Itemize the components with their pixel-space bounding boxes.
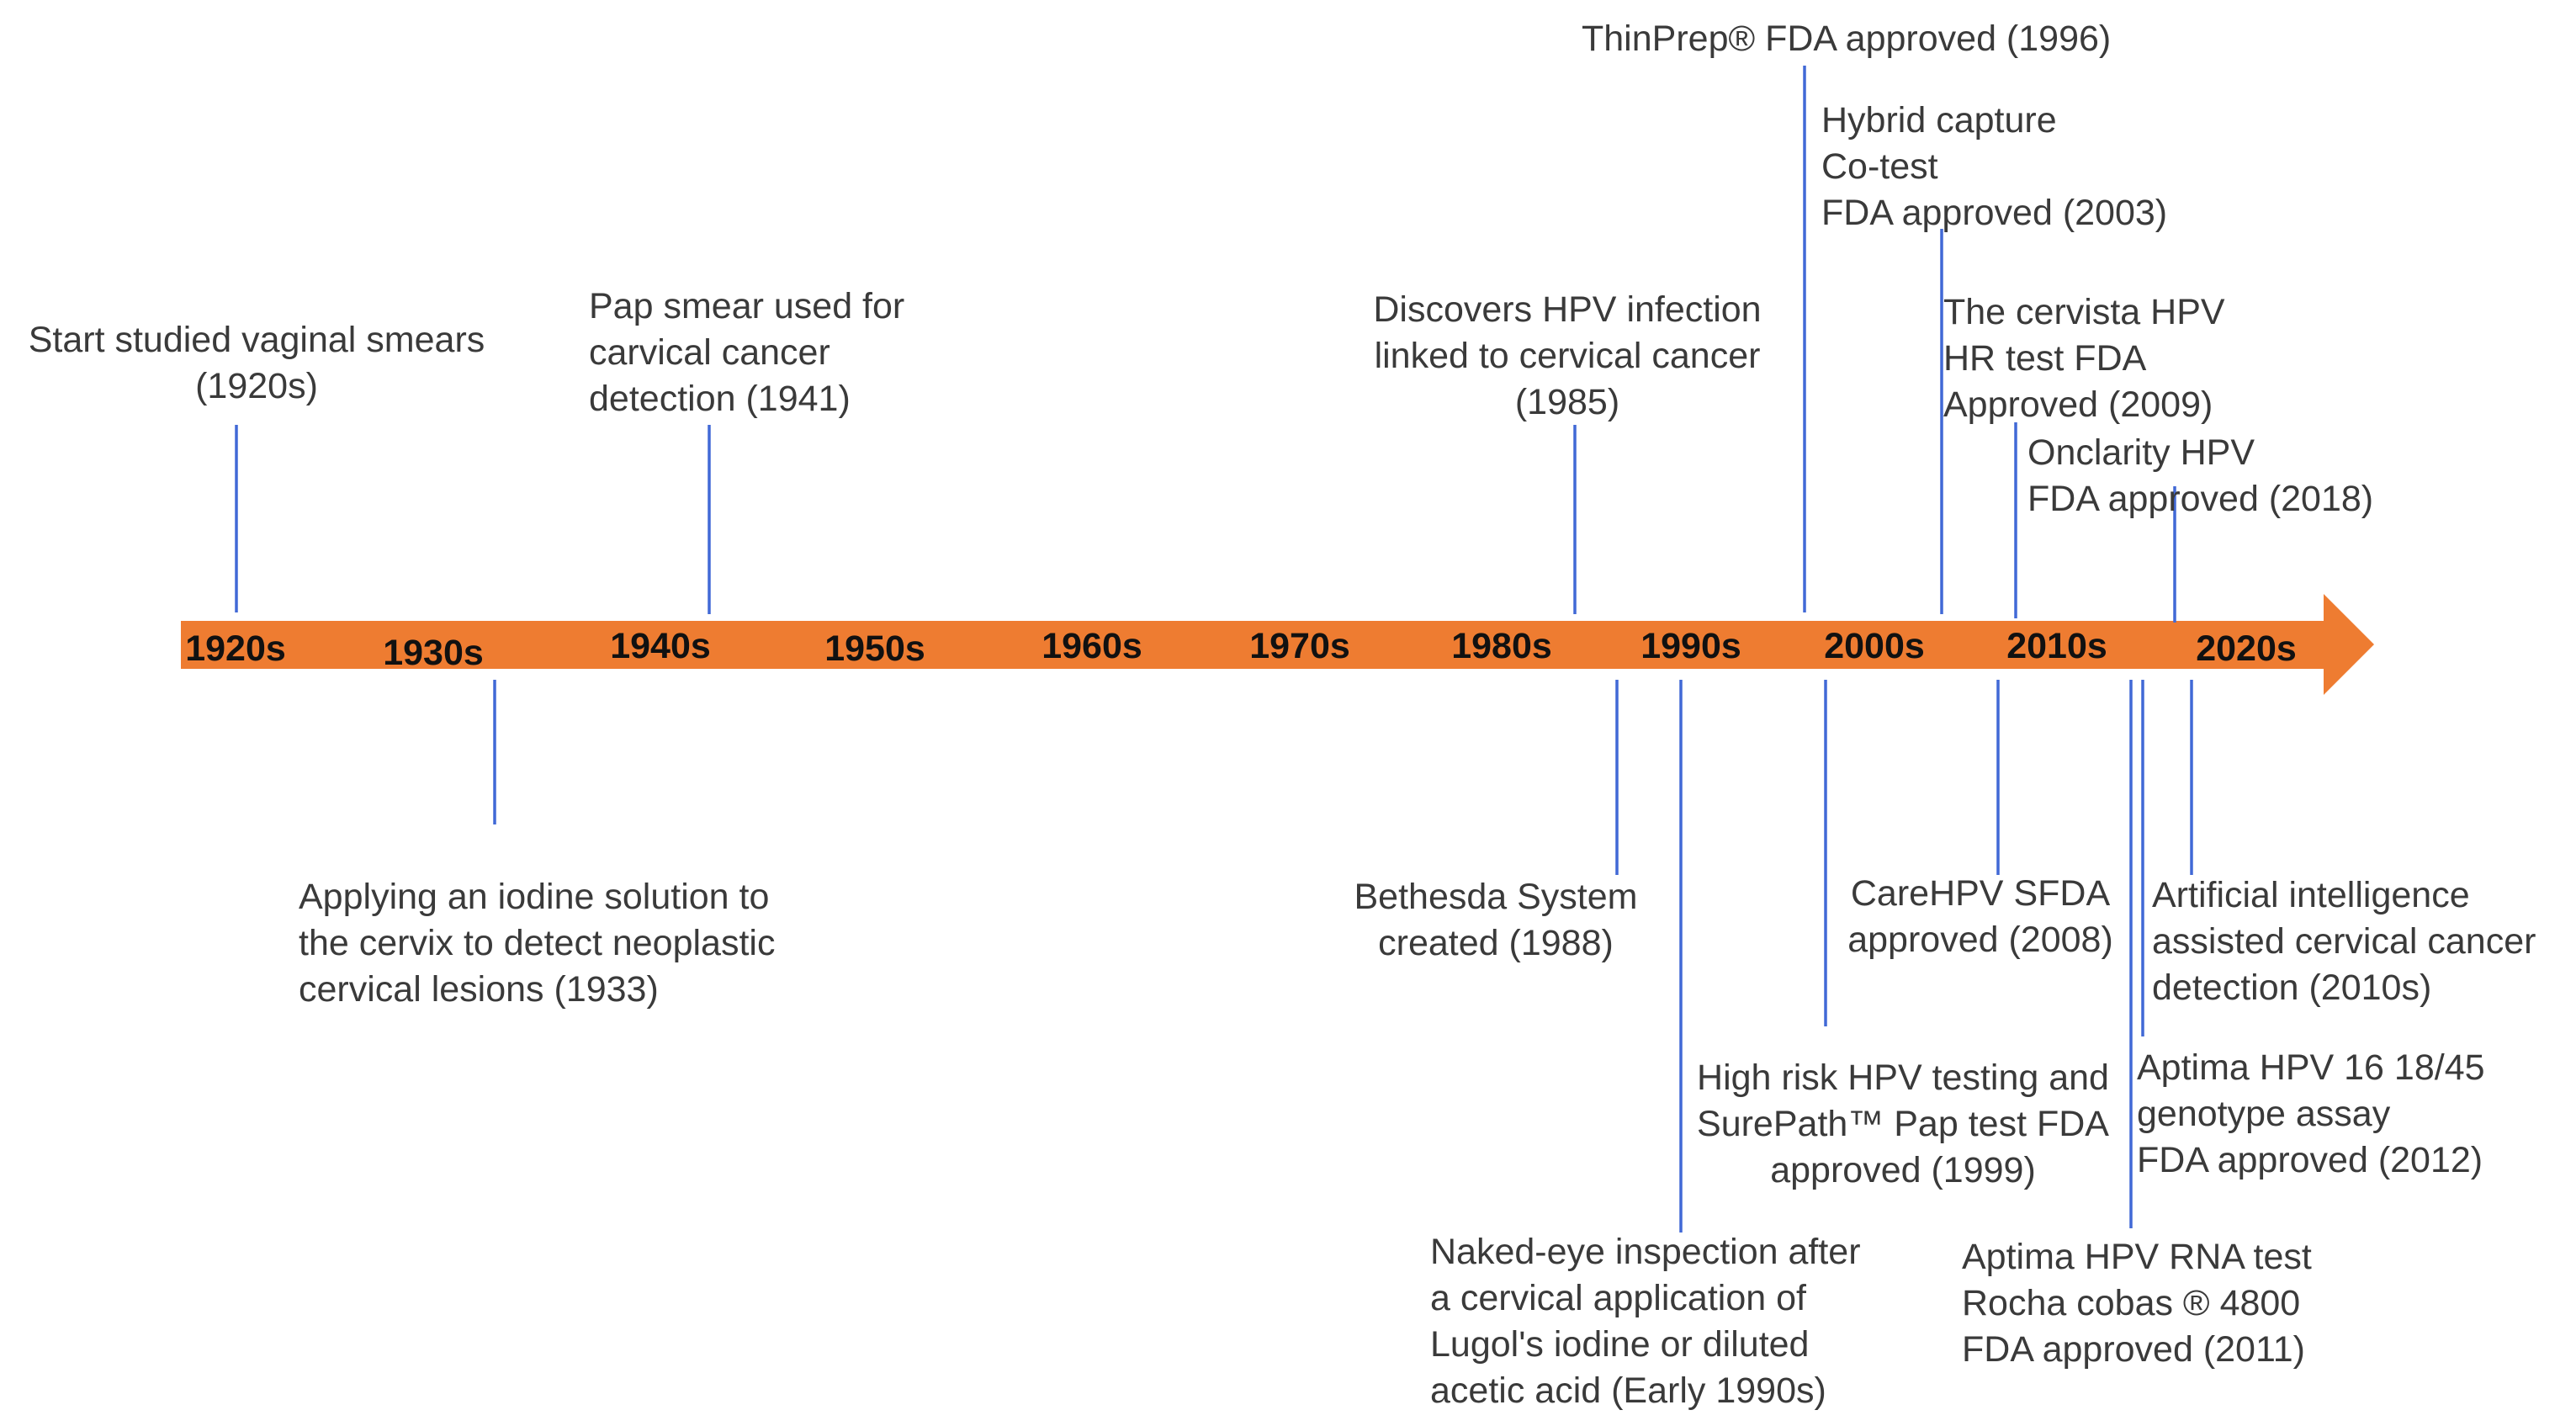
event-line: FDA approved (2012) [2137, 1140, 2483, 1180]
event-line: carvical cancer [589, 332, 830, 373]
decade-label: 1940s [610, 626, 711, 666]
event-line: Onclarity HPV [2027, 432, 2255, 473]
decade-label: 1950s [824, 628, 925, 669]
event-iodine: Applying an iodine solution to the cervix… [299, 877, 775, 1010]
decade-label: 1980s [1451, 626, 1552, 666]
event-line: HR test FDA [1943, 338, 2147, 379]
event-line: CareHPV SFDA [1851, 873, 2111, 914]
decade-label: 1960s [1042, 626, 1142, 666]
event-line: (1920s) [195, 366, 318, 406]
event-line: Start studied vaginal smears [29, 320, 485, 360]
event-pap-smear: Pap smear used for carvical cancer detecti… [589, 286, 904, 419]
event-line: SurePath™ Pap test FDA [1697, 1104, 2109, 1144]
event-line: Approved (2009) [1943, 384, 2213, 425]
event-line: detection (1941) [589, 379, 851, 419]
event-line: FDA approved (2011) [1962, 1329, 2305, 1370]
event-line: Naked-eye inspection after [1430, 1232, 1861, 1272]
timeline-arrow [181, 594, 2374, 695]
event-line: a cervical application of [1430, 1278, 1807, 1318]
event-line: Rocha cobas ® 4800 [1962, 1283, 2300, 1323]
decade-label: 2000s [1824, 626, 1925, 666]
event-line: ThinPrep® FDA approved (1996) [1582, 19, 2111, 59]
decade-label: 1930s [383, 633, 484, 673]
event-line: Lugol's iodine or diluted [1430, 1324, 1809, 1365]
event-line: Applying an iodine solution to [299, 877, 769, 917]
event-line: Co-test [1821, 146, 1938, 187]
decade-label: 1990s [1640, 626, 1741, 666]
event-line: acetic acid (Early 1990s) [1430, 1370, 1826, 1411]
connector-lines [235, 66, 2193, 1233]
event-line: Aptima HPV RNA test [1962, 1237, 2312, 1277]
event-line: (1985) [1515, 382, 1619, 422]
event-line: FDA approved (2018) [2027, 479, 2373, 519]
decade-labels: 1920s 1930s 1940s 1950s 1960s 1970s 1980s 1990s… [185, 626, 2297, 673]
event-line: approved (2008) [1847, 920, 2113, 960]
decade-label: 2010s [2006, 626, 2107, 666]
event-thinprep: ThinPrep® FDA approved (1996) [1582, 19, 2111, 59]
event-carehpv: CareHPV SFDA approved (2008) [1847, 873, 2113, 960]
event-naked-eye: Naked-eye inspection after a cervical app… [1430, 1232, 1861, 1411]
event-line: created (1988) [1378, 923, 1614, 963]
event-line: FDA approved (2003) [1821, 193, 2167, 233]
event-line: Pap smear used for [589, 286, 904, 326]
decade-label: 1970s [1249, 626, 1350, 666]
event-line: Aptima HPV 16 18/45 [2137, 1047, 2485, 1088]
event-line: approved (1999) [1770, 1150, 2036, 1190]
event-bethesda: Bethesda System created (1988) [1354, 877, 1637, 963]
event-line: Bethesda System [1354, 877, 1637, 917]
event-line: The cervista HPV [1943, 292, 2225, 332]
decade-label: 2020s [2196, 628, 2297, 669]
event-labels: Start studied vaginal smears (1920s) Pap s… [29, 19, 2536, 1411]
event-line: detection (2010s) [2152, 967, 2431, 1008]
event-line: Hybrid capture [1821, 100, 2057, 140]
event-line: Artificial intelligence [2152, 875, 2470, 915]
event-line: assisted cervical cancer [2152, 921, 2536, 962]
event-vaginal-smears: Start studied vaginal smears (1920s) [29, 320, 485, 406]
event-onclarity: Onclarity HPV FDA approved (2018) [2027, 432, 2373, 519]
event-line: Discovers HPV infection [1373, 289, 1761, 330]
event-hpv-discovery: Discovers HPV infection linked to cervica… [1373, 289, 1761, 422]
event-cervista: The cervista HPV HR test FDA Approved (200… [1943, 292, 2225, 425]
event-line: High risk HPV testing and [1697, 1058, 2109, 1098]
event-line: linked to cervical cancer [1375, 336, 1761, 376]
event-line: cervical lesions (1933) [299, 969, 659, 1010]
event-line: the cervix to detect neoplastic [299, 923, 775, 963]
decade-label: 1920s [185, 628, 286, 669]
event-ai-detection: Artificial intelligence assisted cervical… [2152, 875, 2536, 1008]
event-line: genotype assay [2137, 1094, 2391, 1134]
